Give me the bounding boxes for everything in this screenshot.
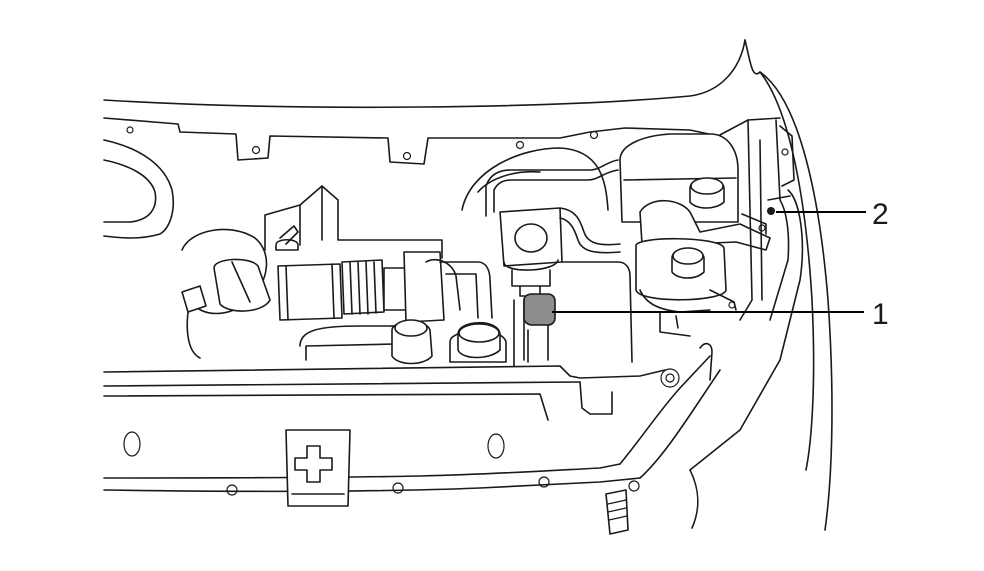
callout-label-1: 1 [872, 298, 889, 331]
front-cross-member [103, 342, 721, 496]
callout-label-2: 2 [872, 198, 889, 231]
component-1-highlight [523, 293, 556, 326]
right-strut [689, 119, 804, 471]
lower-grille [605, 469, 699, 535]
coolant-caps [299, 319, 507, 365]
reservoir [619, 133, 771, 337]
hood [103, 39, 833, 531]
air-box [264, 185, 443, 259]
left-fender [103, 139, 175, 239]
relay-box [527, 261, 633, 363]
brake-booster [461, 147, 609, 367]
brake-lines [485, 159, 621, 254]
component-2-marker [767, 207, 775, 215]
radiator-cap-plate [285, 429, 351, 507]
plus-cross-icon [294, 445, 333, 483]
intake-hose [181, 228, 493, 359]
upper-panel [103, 117, 781, 165]
